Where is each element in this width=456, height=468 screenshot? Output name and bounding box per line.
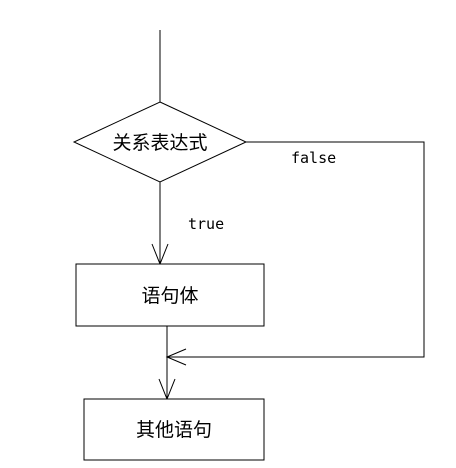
false-label: false xyxy=(291,149,336,167)
other-rect xyxy=(83,398,265,461)
body-label: 语句体 xyxy=(141,285,198,307)
body-to-other-arrow xyxy=(158,326,176,401)
true-label: true xyxy=(188,215,224,233)
other-label: 其他语句 xyxy=(136,419,212,441)
true-branch-arrow xyxy=(151,182,169,266)
body-node: 语句体 xyxy=(75,263,265,327)
other-node: 其他语句 xyxy=(83,398,265,461)
false-branch-arrow xyxy=(165,141,425,366)
body-rect xyxy=(75,263,265,327)
condition-label: 关系表达式 xyxy=(112,132,207,154)
condition-node: 关系表达式 xyxy=(72,101,248,183)
